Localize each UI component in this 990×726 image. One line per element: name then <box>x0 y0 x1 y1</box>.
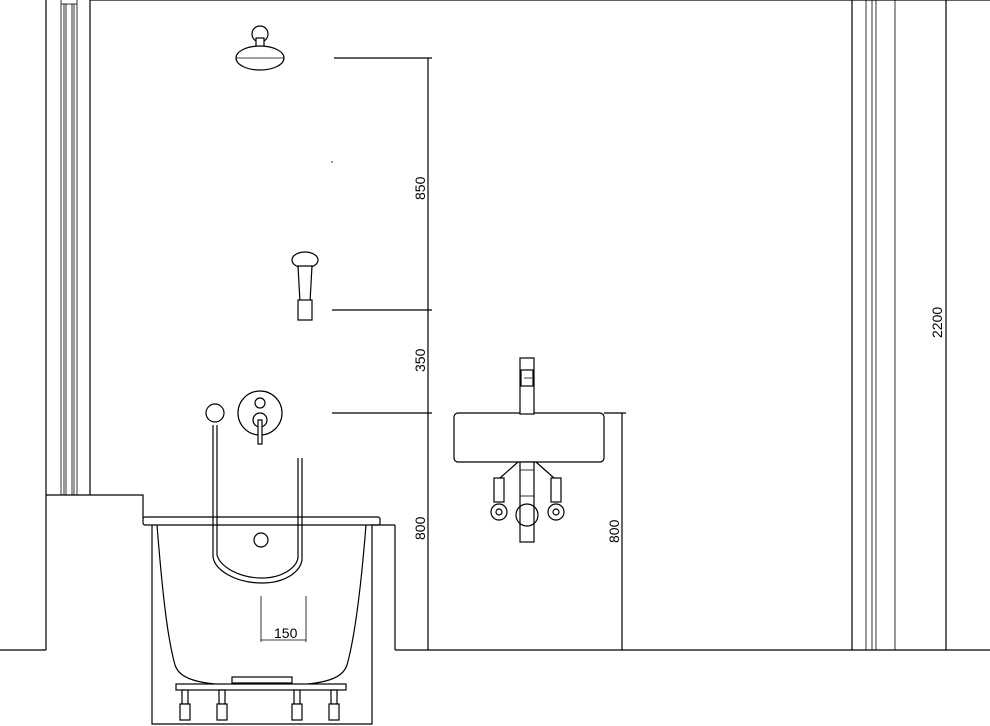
wash-basin <box>453 357 605 543</box>
basin-dimension: 800 <box>604 412 626 650</box>
left-wall <box>45 0 91 650</box>
total-height-label: 2200 <box>929 307 945 338</box>
hand-shower <box>291 251 319 321</box>
overhead-shower <box>235 25 285 71</box>
right-wall <box>851 0 896 650</box>
spout-offset-dimension: 150 <box>260 596 307 642</box>
bath-mixer <box>237 390 283 445</box>
shower-dimensions: 850 350 800 <box>332 57 432 650</box>
bathtub <box>142 516 396 725</box>
spout-offset-label: 150 <box>274 625 298 641</box>
basin-height-label: 800 <box>606 519 622 543</box>
mixer-height-label: 800 <box>412 516 428 540</box>
hand-shower-gap-label: 350 <box>412 348 428 372</box>
tub-platform <box>45 494 144 650</box>
tub-spout-hose <box>205 403 303 584</box>
tub-feet <box>179 689 340 721</box>
total-height-dimension: 2200 <box>929 0 947 650</box>
shower-height-label: 850 <box>412 176 428 200</box>
